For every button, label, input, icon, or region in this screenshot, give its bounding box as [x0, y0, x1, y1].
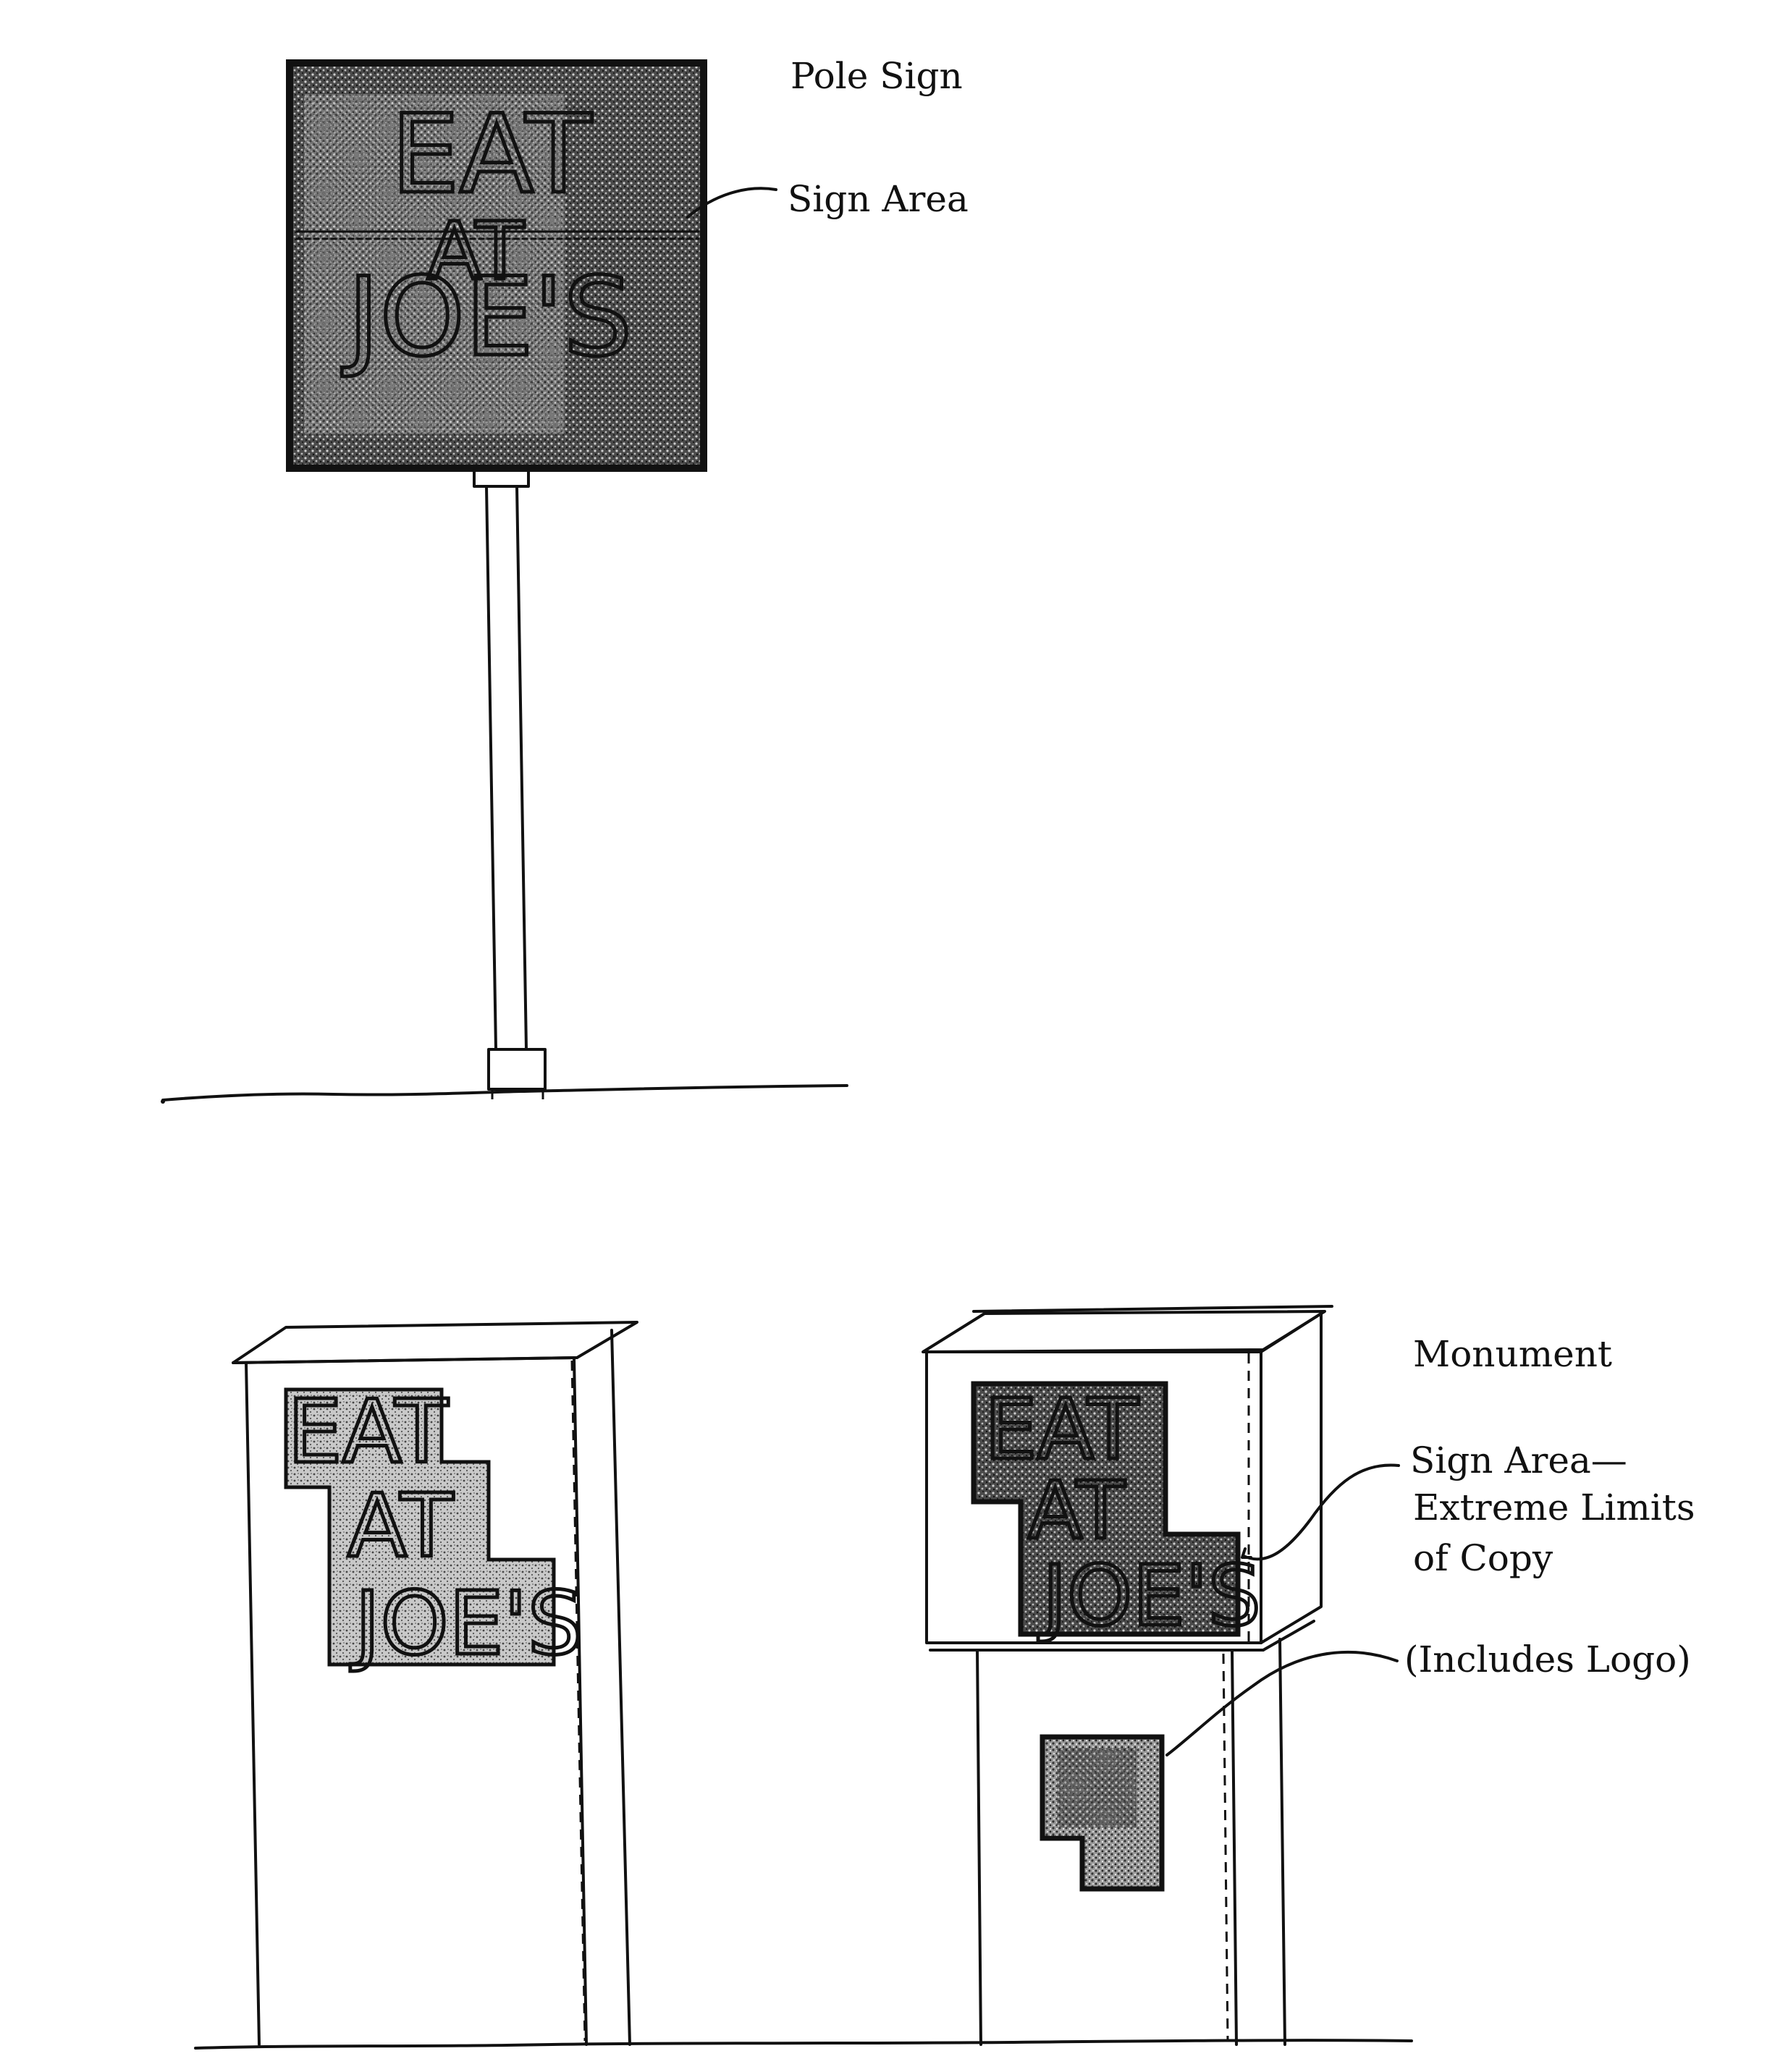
pole-sign-area-label: Sign Area [788, 178, 969, 220]
monument-sign-area-label-line3: of Copy [1413, 1537, 1553, 1579]
monument-sign-area-label-line2: Extreme Limits [1413, 1487, 1695, 1528]
monument-right-copy-line3: JOE'S [1038, 1548, 1261, 1645]
pole-base [487, 1048, 547, 1091]
pole-sign-area-leader [686, 187, 777, 219]
monument-sign-area-label-line1: Sign Area— [1410, 1439, 1627, 1481]
pole-sign-copy-line2: AT [427, 205, 525, 297]
pole-cap [473, 469, 530, 488]
monument-left-copy-line2: AT [347, 1476, 454, 1577]
monument-sign-area-leader [1242, 1463, 1400, 1561]
includes-logo-label: (Includes Logo) [1404, 1638, 1691, 1680]
pole-sign-copy-line3: JOE'S [342, 255, 633, 381]
monument-right-copy-line2: AT [1028, 1464, 1126, 1557]
monument-right-copy-line1: EAT [985, 1382, 1139, 1479]
monument-title: Monument [1413, 1333, 1612, 1375]
monument-ground-line [194, 2039, 1413, 2050]
pole-sign-title: Pole Sign [790, 55, 963, 97]
monument-left: EAT AT JOE'S [194, 1321, 1413, 2050]
monument-left-copy-line1: EAT [287, 1382, 449, 1483]
pole-sign-copy-line1: EAT [391, 92, 593, 218]
monument-left-copy-line3: JOE'S [350, 1574, 583, 1675]
pole-ground-line [161, 1084, 848, 1101]
monument-right-copy-area [971, 1381, 1241, 1637]
monument-right-cabinet [925, 1350, 1262, 1644]
includes-logo-leader [1165, 1650, 1399, 1756]
monument-left-copy-area [284, 1387, 556, 1667]
pole-sign: EAT AT JOE'S [161, 59, 848, 1104]
monument-right: EAT AT JOE'S [922, 1305, 1333, 2046]
